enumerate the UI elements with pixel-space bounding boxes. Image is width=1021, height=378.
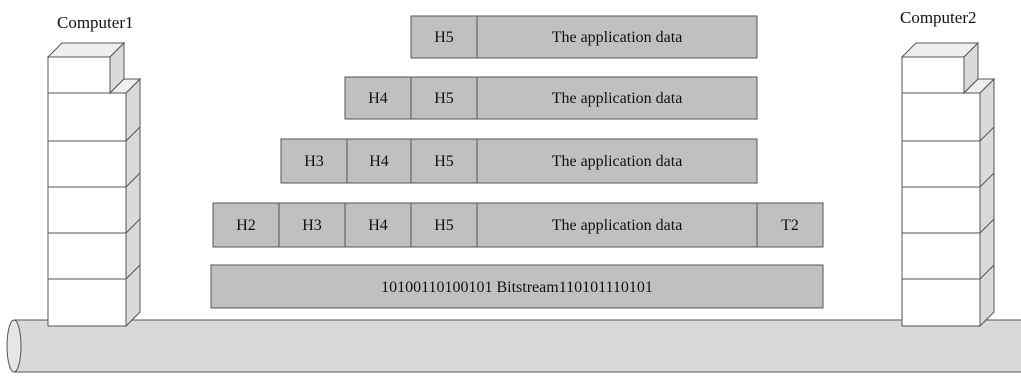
computer2-label: Computer2 xyxy=(900,8,977,27)
layer2-h3-label: H3 xyxy=(302,217,322,234)
layer2-h4-cell xyxy=(344,202,412,248)
layer5-h5-label: H5 xyxy=(434,29,454,46)
computer1-stack xyxy=(46,41,142,328)
layer3-h5-cell xyxy=(410,138,478,184)
layer3-data-label: The application data xyxy=(552,153,683,170)
layer5-row: H5 The application data xyxy=(410,15,758,59)
layer5-data-label: The application data xyxy=(552,29,683,46)
layer2-data-cell xyxy=(476,202,758,248)
layer4-data-cell xyxy=(476,76,758,120)
layer1-row: 10100110100101 Bitstream110101110101 xyxy=(210,264,824,309)
computer2-stack xyxy=(900,41,996,328)
layer3-h3-label: H3 xyxy=(304,153,324,170)
computer1-label: Computer1 xyxy=(57,13,134,32)
layer2-h5-label: H5 xyxy=(434,217,454,234)
layer2-t2-cell xyxy=(756,202,824,248)
layer3-row: H3 H4 H5 The application data xyxy=(280,138,758,184)
layer4-data-label: The application data xyxy=(552,90,683,107)
layer2-h2-cell xyxy=(212,202,280,248)
layer4-h5-label: H5 xyxy=(434,90,454,107)
bitstream-cell xyxy=(210,264,824,309)
layer2-data-label: The application data xyxy=(552,217,683,234)
layer3-h5-label: H5 xyxy=(434,153,454,170)
layer5-data-cell xyxy=(476,15,758,59)
layer2-h4-label: H4 xyxy=(368,217,388,234)
layer3-h3-cell xyxy=(280,138,348,184)
layer4-row: H4 H5 The application data xyxy=(344,76,758,120)
network-cable xyxy=(6,319,1021,373)
bitstream-label: 10100110100101 Bitstream110101110101 xyxy=(381,279,653,296)
layer2-h5-cell xyxy=(410,202,478,248)
layer2-row: H2 H3 H4 H5 The application data T2 xyxy=(212,202,824,248)
layer4-h4-label: H4 xyxy=(368,90,388,107)
layer3-h4-label: H4 xyxy=(369,153,389,170)
layer2-h2-label: H2 xyxy=(236,217,256,234)
layer2-h3-cell xyxy=(278,202,346,248)
layer4-h5-cell xyxy=(410,76,478,120)
layer5-h5-cell xyxy=(410,15,478,59)
layer3-data-cell xyxy=(476,138,758,184)
layer2-t2-label: T2 xyxy=(781,217,799,234)
